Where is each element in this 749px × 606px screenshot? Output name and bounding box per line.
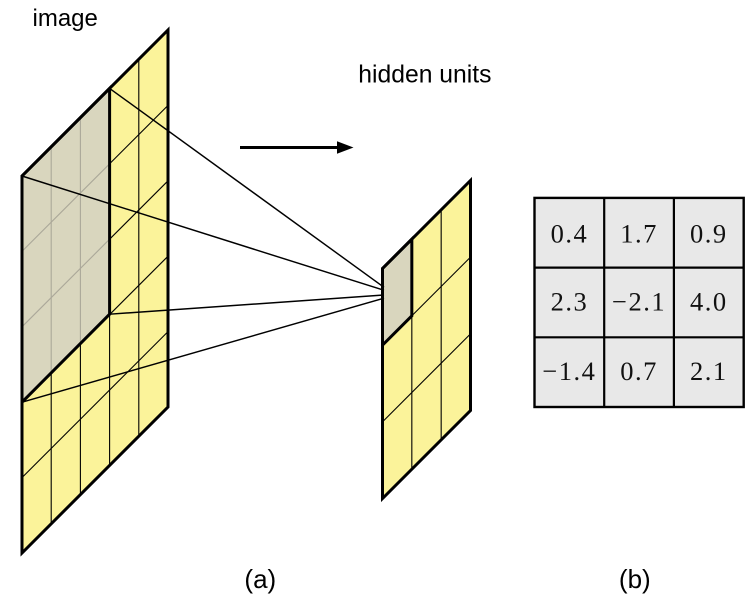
svg-text:hidden units: hidden units <box>358 62 491 89</box>
svg-text:image: image <box>33 5 98 32</box>
svg-text:4.0: 4.0 <box>690 287 728 317</box>
svg-text:−2.1: −2.1 <box>612 287 666 317</box>
svg-text:0.9: 0.9 <box>690 219 728 249</box>
svg-text:(a): (a) <box>244 564 276 594</box>
svg-text:0.4: 0.4 <box>551 219 589 249</box>
svg-text:2.3: 2.3 <box>551 287 589 317</box>
svg-text:2.1: 2.1 <box>690 356 728 386</box>
svg-text:−1.4: −1.4 <box>542 356 596 386</box>
svg-text:1.7: 1.7 <box>620 219 658 249</box>
svg-text:(b): (b) <box>619 564 651 594</box>
svg-text:0.7: 0.7 <box>620 356 658 386</box>
